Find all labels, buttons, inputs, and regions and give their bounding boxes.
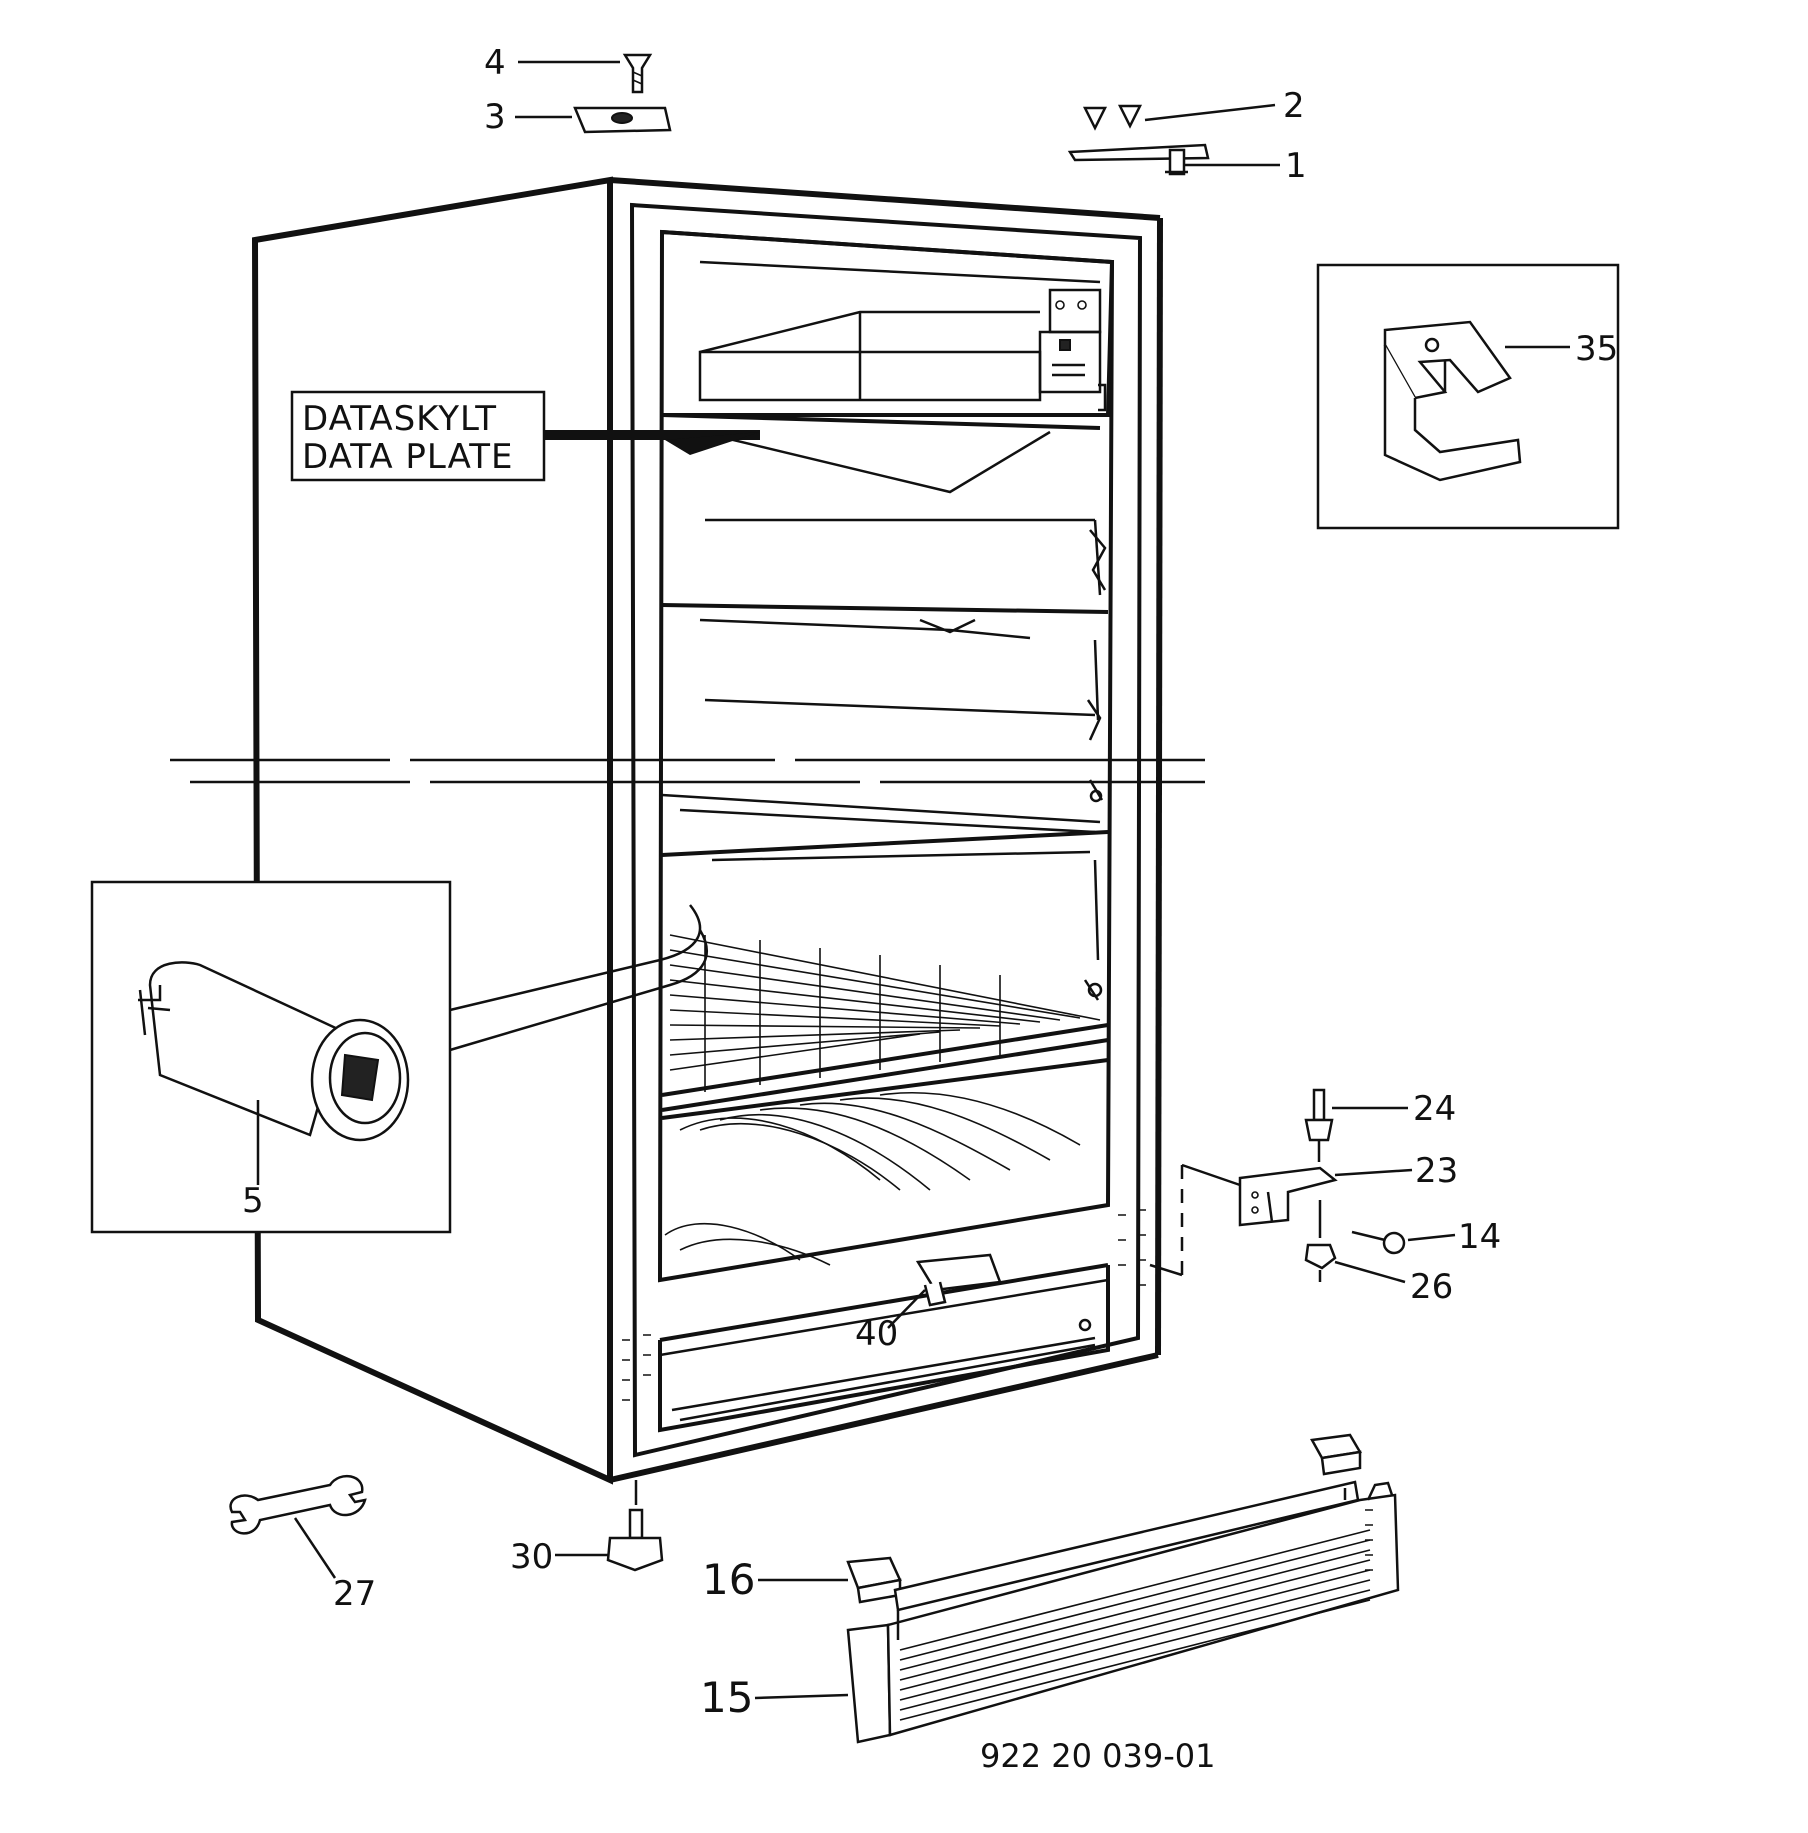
data-plate-arrow: [545, 430, 760, 455]
callout-2: 2: [1283, 86, 1305, 126]
callout-27: 27: [333, 1574, 376, 1614]
part-3-cover-plate: [573, 106, 672, 134]
part-24-pin: [1304, 1088, 1334, 1162]
document-number: 922 20 039-01: [980, 1737, 1215, 1775]
part-35-inset: [1316, 263, 1620, 530]
part-40-bracket: [915, 1253, 1002, 1307]
callout-23: 23: [1415, 1151, 1458, 1191]
part-1-top-hinge: [1067, 143, 1210, 176]
callout-3: 3: [484, 97, 506, 137]
callout-15: 15: [700, 1673, 753, 1722]
callout-4: 4: [484, 43, 506, 83]
part-14-screw: [1351, 1230, 1406, 1255]
callout-5: 5: [242, 1181, 264, 1221]
callout-40: 40: [855, 1314, 898, 1354]
break-lines: [170, 758, 1205, 784]
part-5-inset: [90, 880, 708, 1234]
callout-1: 1: [1285, 146, 1307, 186]
callout-numbers: 1 2 3 4 5 14 15 16 23 24 26 27 30 35 40: [242, 43, 1618, 1722]
part-16-clip-left: [846, 1556, 902, 1604]
callout-30: 30: [510, 1537, 553, 1577]
callout-24: 24: [1413, 1089, 1456, 1129]
part-15-kick-plate-grille: [846, 1480, 1400, 1744]
part-2-screws: [1082, 104, 1143, 131]
data-plate-line2: DATA PLATE: [302, 437, 514, 477]
part-30-adjustable-foot: [606, 1480, 664, 1572]
data-plate-label: DATASKYLT DATA PLATE: [290, 390, 546, 482]
part-27-wrench: [229, 1474, 367, 1535]
hinge-mount-holes: [622, 1209, 1146, 1401]
callout-leaders: [256, 60, 1570, 1700]
refrigerator-cabinet: [251, 176, 1163, 1485]
hinge-dashed-guide: [1149, 1163, 1241, 1277]
callout-14: 14: [1458, 1217, 1501, 1257]
part-16-clip-right: [1310, 1433, 1363, 1476]
part-23-bottom-hinge: [1238, 1166, 1338, 1227]
callout-16: 16: [702, 1555, 755, 1604]
part-26-nut: [1304, 1200, 1337, 1282]
callout-26: 26: [1410, 1267, 1453, 1307]
data-plate-line1: DATASKYLT: [302, 399, 497, 439]
part-4-screw: [622, 53, 653, 94]
callout-35: 35: [1575, 329, 1618, 369]
